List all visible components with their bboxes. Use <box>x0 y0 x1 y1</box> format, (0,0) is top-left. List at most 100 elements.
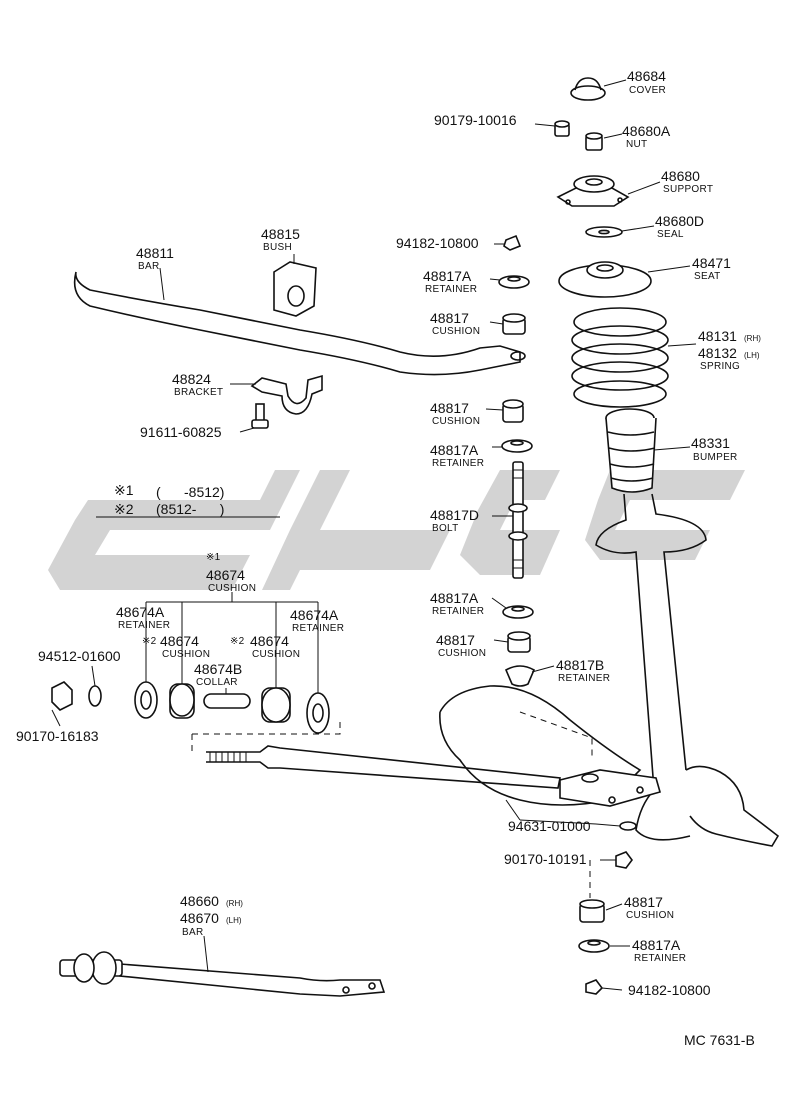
part-name: BOLT <box>432 523 459 534</box>
side-rh: (RH) <box>744 334 761 343</box>
label-48131-48132: 48131 (RH) 48132 (LH) SPRING <box>698 328 761 372</box>
part-number: 48684 <box>627 68 666 84</box>
label-94182-top: 94182-10800 <box>396 235 479 251</box>
part-name: BRACKET <box>174 387 223 398</box>
side-lh: (LH) <box>226 916 242 925</box>
label-90170-10191: 90170-10191 <box>504 851 587 867</box>
part-name: RETAINER <box>425 284 477 295</box>
seal-48680D-drawing <box>585 226 623 238</box>
part-name: CUSHION <box>432 416 480 427</box>
part-name: CUSHION <box>438 648 486 659</box>
part-name: COLLAR <box>196 677 238 688</box>
part-number: 48674A <box>116 604 165 620</box>
label-90170-16183: 90170-16183 <box>16 728 99 744</box>
label-48331: 48331 BUMPER <box>691 435 737 463</box>
part-number: 48817 <box>436 632 475 648</box>
part-number-rh: 48131 <box>698 328 737 344</box>
part-name: CUSHION <box>208 583 256 594</box>
part-number-lh: 48132 <box>698 345 737 361</box>
part-number: 48817A <box>632 937 681 953</box>
label-90179: 90179-10016 <box>434 112 517 128</box>
part-number: 48824 <box>172 371 211 387</box>
bracket-48824-drawing <box>250 374 323 415</box>
stabilizer-bar-48811-drawing <box>73 271 526 376</box>
label-91611: 91611-60825 <box>140 424 222 440</box>
label-48660-48670: 48660 (RH) 48670 (LH) BAR <box>180 893 243 938</box>
cushion-48817-3-drawing <box>507 631 531 653</box>
nut-94182-top-drawing <box>503 234 522 251</box>
label-48817-2: 48817 CUSHION <box>430 400 480 427</box>
cushion-48674-right-drawing <box>261 687 291 723</box>
part-name: SPRING <box>700 361 740 372</box>
retainer-48817A-2-drawing <box>501 439 533 453</box>
part-name: CUSHION <box>432 326 480 337</box>
part-number: 48817A <box>430 590 479 606</box>
cushion-48817-2-drawing <box>502 399 524 423</box>
part-name: COVER <box>629 85 666 96</box>
nut-90170-10191-drawing <box>615 851 633 869</box>
label-48817-3: 48817 CUSHION <box>436 632 486 659</box>
retainer-48674A-left-drawing <box>134 681 158 719</box>
bar-48660-drawing <box>59 951 386 997</box>
cover-48684-drawing <box>570 77 606 101</box>
label-48817A-1: 48817A RETAINER <box>423 268 477 295</box>
part-number: 48817A <box>423 268 472 284</box>
part-number: 48674 <box>250 633 289 649</box>
label-48674A-right: 48674A RETAINER <box>290 607 344 634</box>
guide-dashed-2 <box>519 711 593 760</box>
collar-48674B-drawing <box>203 693 251 709</box>
label-94512: 94512-01600 <box>38 648 121 664</box>
part-name: NUT <box>626 139 647 150</box>
support-48680-drawing <box>556 175 630 207</box>
part-number: 48674 <box>206 567 245 583</box>
part-mark: ※1 <box>206 552 221 563</box>
part-mark: ※2 <box>230 636 245 647</box>
part-name: RETAINER <box>558 673 610 684</box>
legend: ※1 ( -8512) ※2 (8512- ) <box>114 482 224 517</box>
leader-lines <box>51 79 697 991</box>
part-number: 48680A <box>622 123 671 139</box>
label-48674B: 48674B COLLAR <box>194 661 242 688</box>
bumper-48331-drawing <box>605 408 657 493</box>
part-name: SEAT <box>694 271 721 282</box>
label-48471: 48471 SEAT <box>692 255 731 282</box>
part-number: 48815 <box>261 226 300 242</box>
cushion-48674-left-drawing <box>169 683 195 719</box>
label-94182-bottom: 94182-10800 <box>628 982 711 998</box>
retainer-48817A-4-drawing <box>578 939 610 953</box>
label-48674-left: ※2 48674 CUSHION <box>142 633 210 660</box>
strut-rod-drawing <box>206 745 561 789</box>
legend-mark-2: ※2 <box>114 501 134 517</box>
part-number: 48674 <box>160 633 199 649</box>
part-name: RETAINER <box>118 620 170 631</box>
guide-dashed-1 <box>191 718 341 752</box>
label-48674A-left: 48674A RETAINER <box>116 604 170 631</box>
label-48680A: 48680A NUT <box>622 123 671 150</box>
part-name: CUSHION <box>626 910 674 921</box>
washer-94631-drawing <box>619 821 637 831</box>
cushion-48817-4-drawing <box>579 899 605 923</box>
part-number: 48331 <box>691 435 730 451</box>
bolt-48817D-drawing <box>508 461 528 579</box>
part-name: CUSHION <box>252 649 300 660</box>
part-number: 48674B <box>194 661 242 677</box>
legend-range-2: (8512- ) <box>156 501 224 517</box>
label-48817D: 48817D BOLT <box>430 507 479 534</box>
part-number-rh: 48660 <box>180 893 219 909</box>
legend-mark-1: ※1 <box>114 482 134 498</box>
part-number: 48471 <box>692 255 731 271</box>
label-48674-right: ※2 48674 CUSHION <box>230 633 300 660</box>
part-name: BAR <box>138 261 159 272</box>
diagram-code: MC 7631-B <box>684 1032 755 1048</box>
part-name: BAR <box>182 927 203 938</box>
part-number-lh: 48670 <box>180 910 219 926</box>
seat-48471-drawing <box>558 261 652 298</box>
cushion-48817-1-drawing <box>502 313 526 335</box>
label-48680D: 48680D SEAL <box>655 213 704 240</box>
part-number: 48817B <box>556 657 604 673</box>
nut-48680A-drawing <box>585 132 603 151</box>
part-mark: ※2 <box>142 636 157 647</box>
part-number: 48817D <box>430 507 479 523</box>
part-name: BUSH <box>263 242 292 253</box>
spring-48131-drawing <box>571 307 669 408</box>
